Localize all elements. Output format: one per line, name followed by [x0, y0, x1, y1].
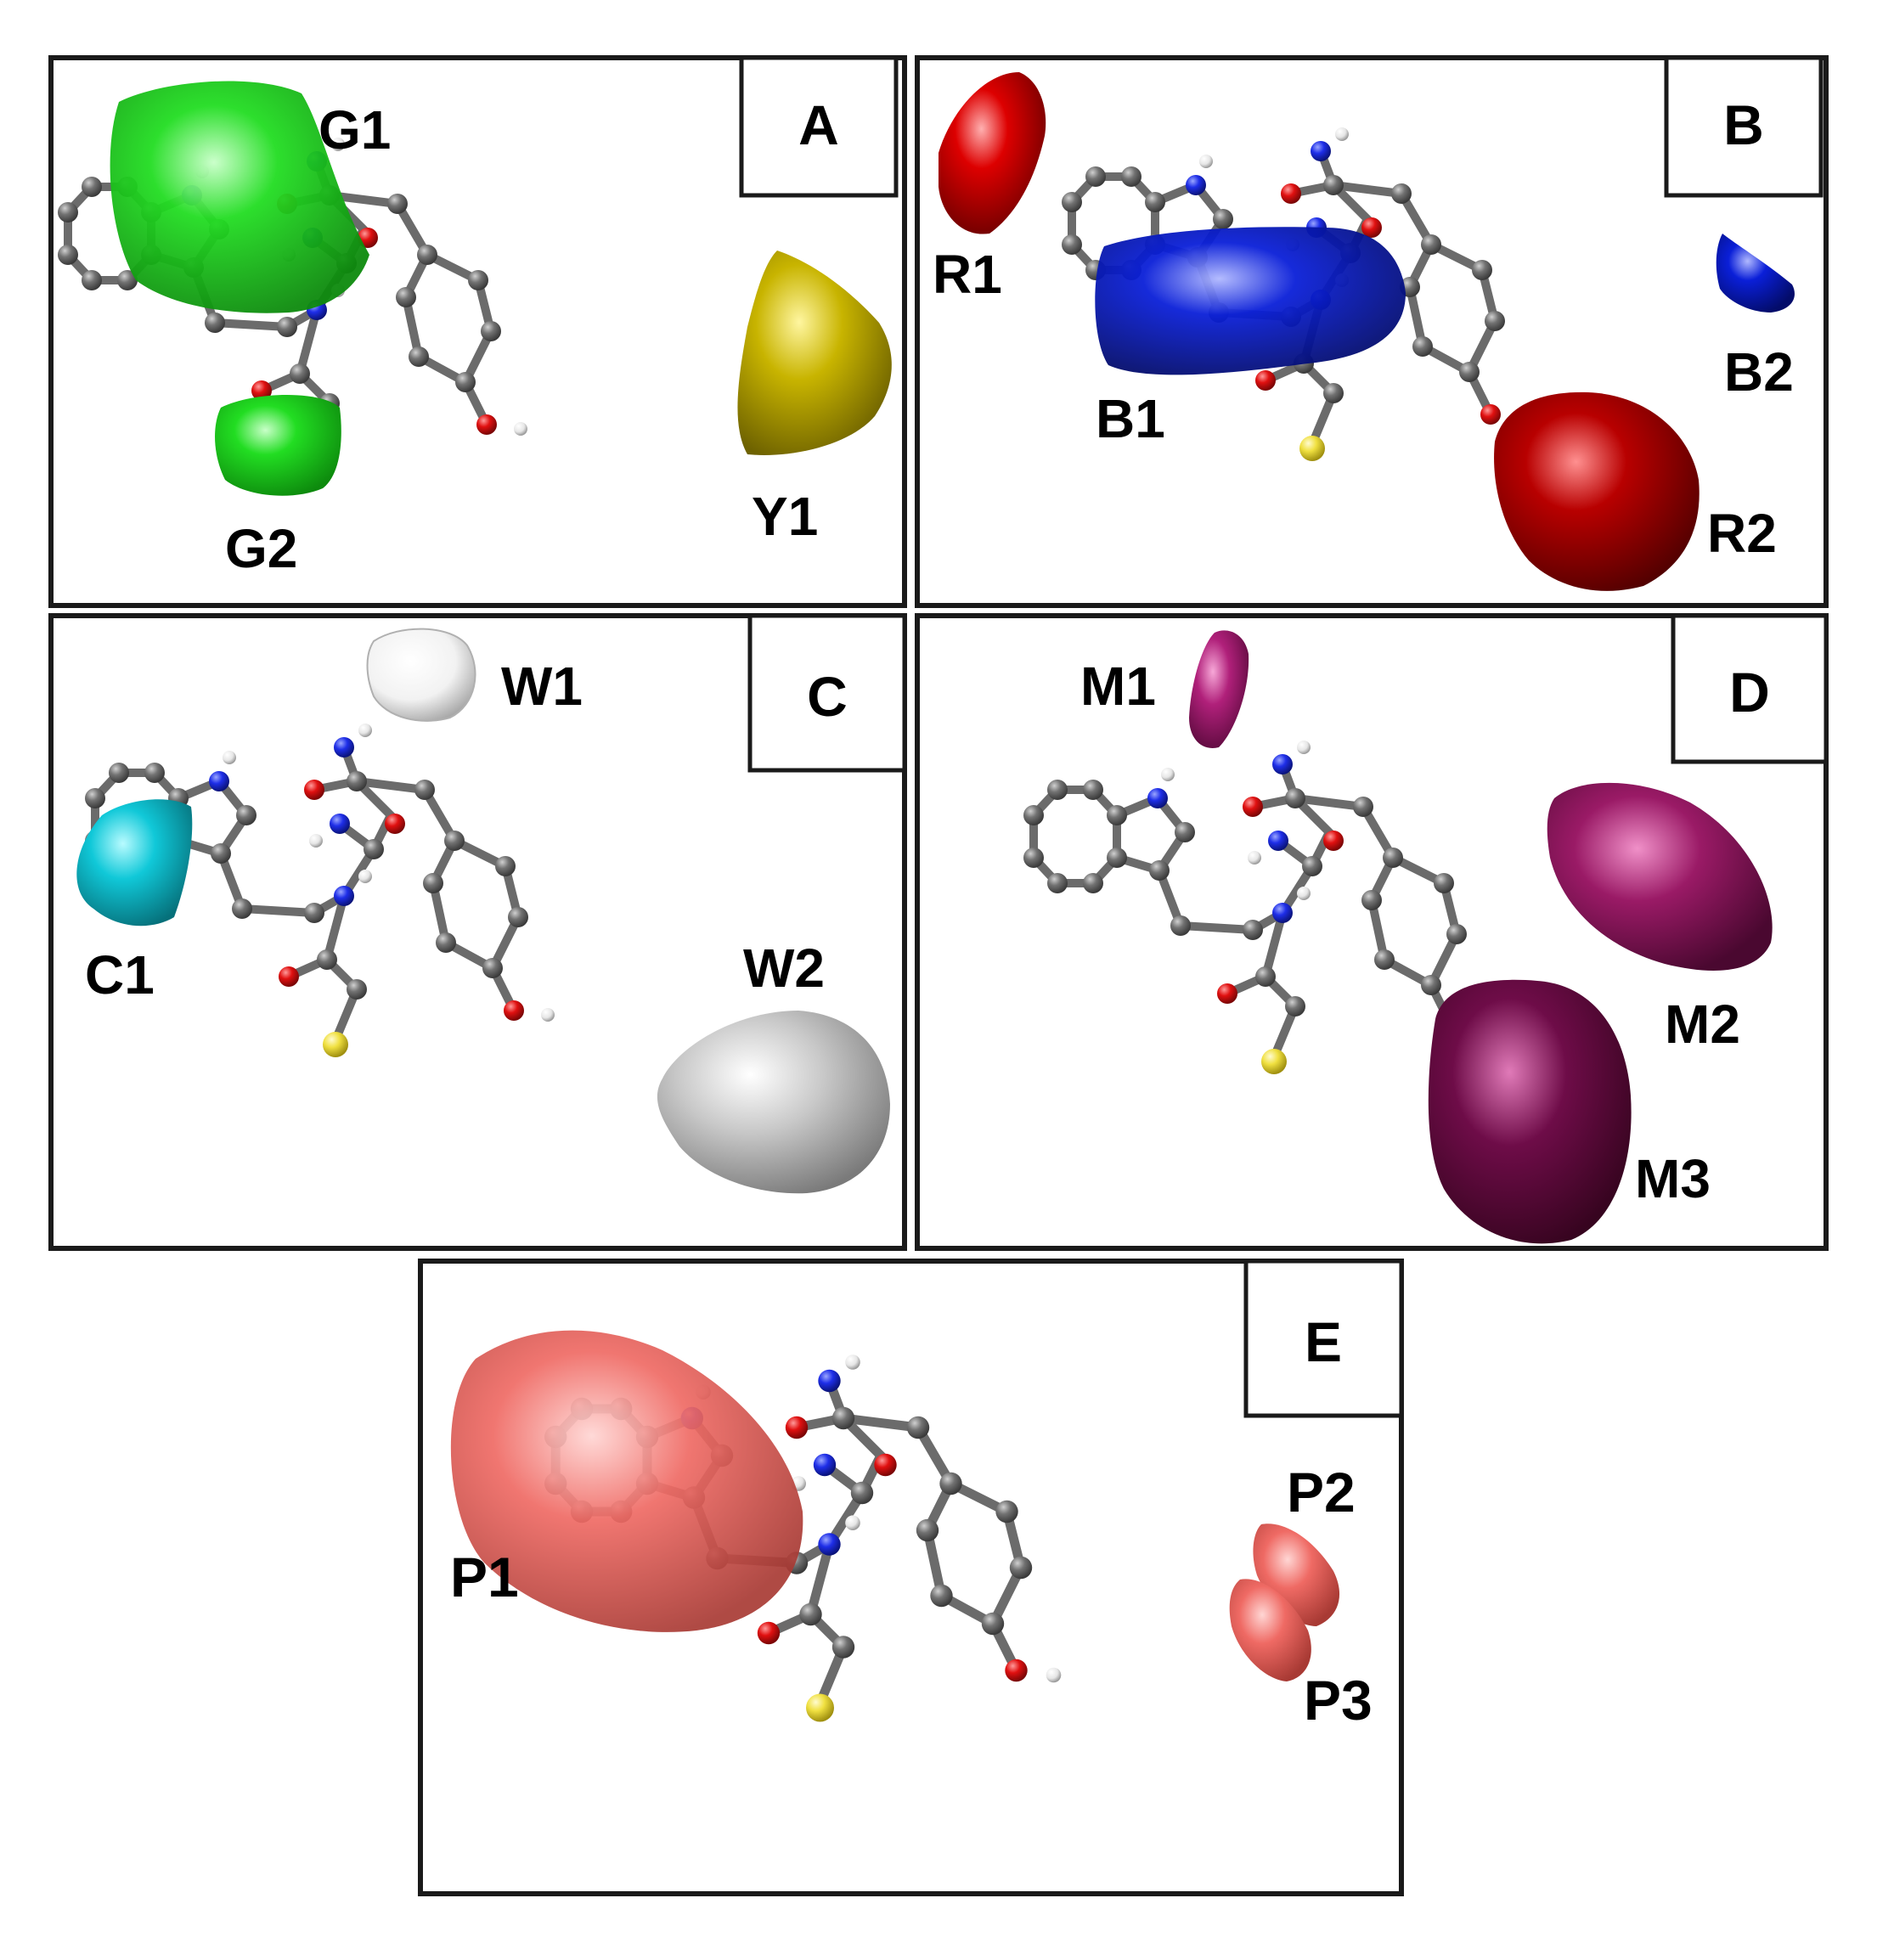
- feature-m2-surface: [1547, 782, 1773, 971]
- feature-label-p1: P1: [450, 1546, 519, 1608]
- panel-tag-e: E: [1305, 1310, 1342, 1373]
- feature-label-g1: G1: [318, 99, 391, 161]
- feature-label-y1: Y1: [752, 486, 818, 547]
- feature-label-w2: W2: [743, 938, 825, 999]
- feature-label-c1: C1: [85, 944, 155, 1005]
- panel-e: E P1 P2 P3: [418, 1259, 1404, 1896]
- feature-g2-surface: [215, 395, 341, 496]
- feature-r2-surface: [1494, 391, 1700, 591]
- feature-label-m3: M3: [1635, 1148, 1711, 1209]
- feature-w1-surface: [366, 628, 476, 722]
- feature-m1-surface: [1189, 630, 1249, 748]
- feature-label-w1: W1: [501, 656, 583, 717]
- feature-label-p2: P2: [1287, 1461, 1356, 1524]
- panel-tag-a: A: [798, 93, 839, 156]
- feature-p3-surface: [1229, 1579, 1311, 1681]
- feature-label-r2: R2: [1707, 503, 1777, 564]
- feature-b1-surface: [1095, 227, 1406, 375]
- feature-label-g2: G2: [225, 518, 297, 579]
- feature-label-b2: B2: [1724, 341, 1794, 403]
- panel-d: D M1 M2 M3: [915, 613, 1829, 1251]
- feature-r1-surface: [939, 72, 1046, 234]
- feature-g1-surface: [110, 81, 369, 313]
- feature-label-b1: B1: [1096, 388, 1165, 449]
- feature-label-m2: M2: [1665, 994, 1740, 1055]
- feature-w2-surface: [657, 1011, 890, 1194]
- feature-p1-surface: [450, 1330, 803, 1632]
- panel-a: A G1 G2 Y1: [48, 55, 907, 608]
- panel-tag-b: B: [1723, 93, 1764, 156]
- feature-label-m1: M1: [1080, 656, 1156, 717]
- feature-c1-surface: [76, 799, 193, 926]
- feature-y1-surface: [737, 251, 892, 455]
- panel-tag-d: D: [1729, 661, 1770, 724]
- panel-tag-c: C: [807, 665, 848, 728]
- panel-c: C W1 C1 W2: [48, 613, 907, 1251]
- panel-b: B R1 B1 B2 R2: [915, 55, 1829, 608]
- feature-m3-surface: [1428, 979, 1632, 1244]
- feature-b2-surface: [1716, 234, 1795, 313]
- feature-label-r1: R1: [933, 244, 1002, 305]
- feature-label-p3: P3: [1304, 1669, 1373, 1732]
